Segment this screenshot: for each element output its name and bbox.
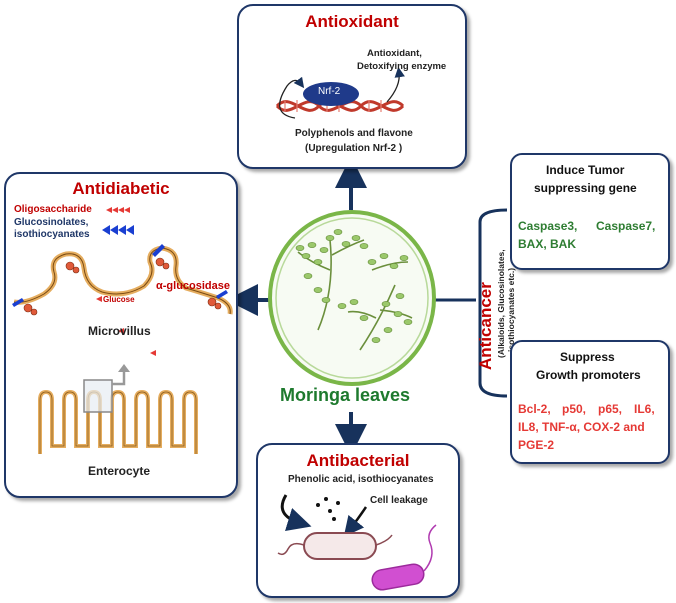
nrf2-label: Nrf-2 (318, 86, 341, 97)
gene-caspase3: Caspase3, (518, 219, 578, 233)
promoter-il6: IL6, (634, 402, 655, 416)
cell-leakage-label: Cell leakage (370, 495, 428, 506)
promoter-p65: p65, (598, 402, 623, 416)
anticancer-bracket (478, 208, 508, 398)
antioxidant-title: Antioxidant (305, 12, 399, 31)
dna-nrf2-illustration (275, 66, 405, 119)
legend-oligosaccharide: Oligosaccharide (14, 204, 92, 215)
anticancer-subtitle-line2: isothiocyanates etc.) (506, 267, 516, 352)
antioxidant-effect-line2: Detoxifying enzyme (357, 61, 447, 72)
alpha-glucosidase-label: α-glucosidase (156, 280, 231, 292)
promoter-bcl2: Bcl-2, (518, 402, 551, 416)
anticancer-subtitle-line1: (Alkaloids, Glucosinolates, (496, 249, 506, 358)
moringa-leaves-label: Moringa leaves (280, 385, 411, 405)
antioxidant-cause-line2: (Upregulation Nrf-2 ) (305, 143, 403, 154)
moringa-leaves-image (268, 210, 436, 386)
enterocyte-label: Enterocyte (88, 464, 151, 478)
antidiabetic-box: Antidiabetic Oligosaccharide Glucosinola… (4, 172, 238, 498)
tumor-heading-line2: suppressing gene (534, 181, 637, 195)
growth-heading-line2: Growth promoters (536, 368, 641, 382)
bacteria-illustration (277, 494, 437, 591)
gene-bax-bak: BAX, BAK (518, 237, 577, 251)
legend-glucosinolates-line1: Glucosinolates, (14, 217, 89, 228)
tumor-suppressor-box: Induce Tumor suppressing gene Caspase3, … (510, 153, 670, 270)
growth-promoters-box: Suppress Growth promoters Bcl-2, p50, p6… (510, 340, 670, 464)
antioxidant-box: Antioxidant Nrf-2 Antioxidant, Detoxifyi… (237, 4, 467, 169)
growth-heading-line1: Suppress (560, 350, 615, 364)
tumor-heading-line1: Induce Tumor (546, 163, 625, 177)
microvillus-label: Microvillus (88, 324, 151, 338)
antioxidant-effect-line1: Antioxidant, (367, 48, 422, 59)
antibacterial-box: Antibacterial Phenolic acid, isothiocyan… (256, 443, 460, 598)
antidiabetic-title: Antidiabetic (72, 179, 170, 198)
promoter-line3: PGE-2 (518, 438, 555, 452)
legend-glucosinolates-line2: isothiocyanates (14, 229, 90, 240)
gene-caspase7: Caspase7, (596, 219, 656, 233)
promoter-p50: p50, (562, 402, 587, 416)
antibacterial-compounds: Phenolic acid, isothiocyanates (288, 474, 434, 485)
promoter-line2: IL8, TNF-α, COX-2 and (518, 420, 645, 434)
microvillus-illustration (12, 207, 233, 454)
antioxidant-cause-line1: Polyphenols and flavone (295, 128, 413, 139)
glucose-label: Glucose (103, 295, 135, 304)
anticancer-title: Anticancer (476, 282, 495, 370)
antibacterial-title: Antibacterial (306, 451, 410, 470)
